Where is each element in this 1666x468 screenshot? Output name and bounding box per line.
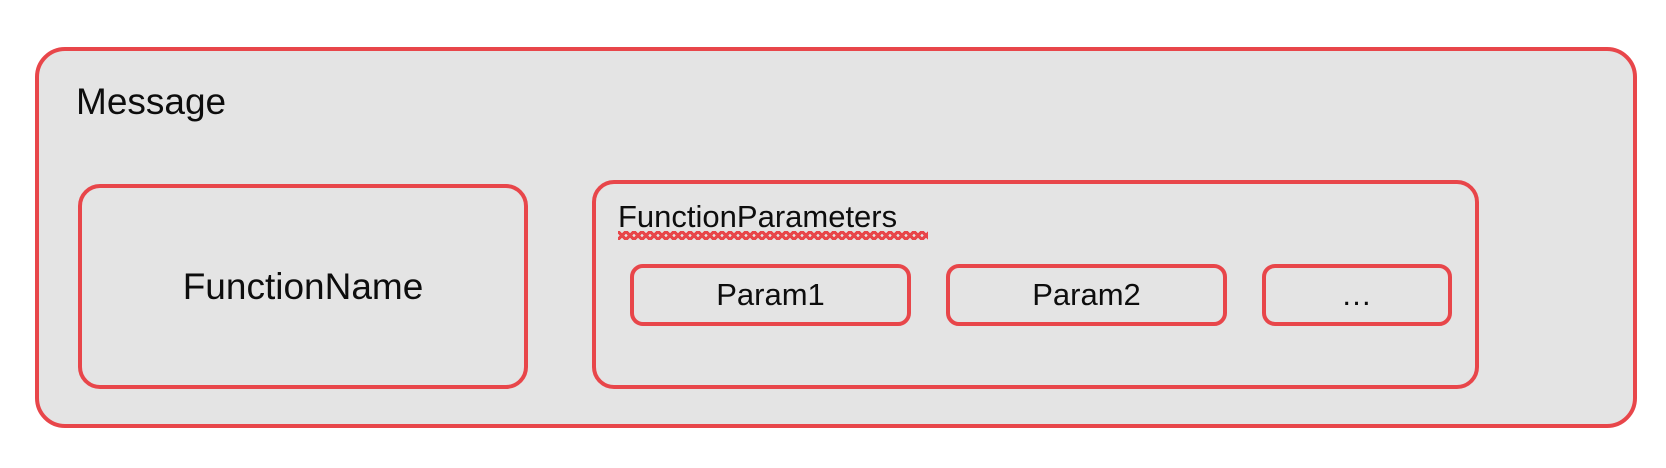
- function-name-box[interactable]: [78, 184, 528, 389]
- param-ellipsis-label: …: [1341, 277, 1373, 312]
- message-label: Message: [76, 81, 227, 122]
- function-parameters-label: FunctionParameters: [618, 199, 898, 234]
- param-ellipsis-box[interactable]: [1262, 264, 1452, 326]
- param-box[interactable]: [946, 264, 1227, 326]
- param-box[interactable]: [630, 264, 911, 326]
- function-name-label: FunctionName: [182, 265, 424, 307]
- param-label: Param1: [716, 277, 825, 312]
- param-label: Param2: [1032, 277, 1141, 312]
- spellcheck-squiggle-underline: [618, 231, 928, 240]
